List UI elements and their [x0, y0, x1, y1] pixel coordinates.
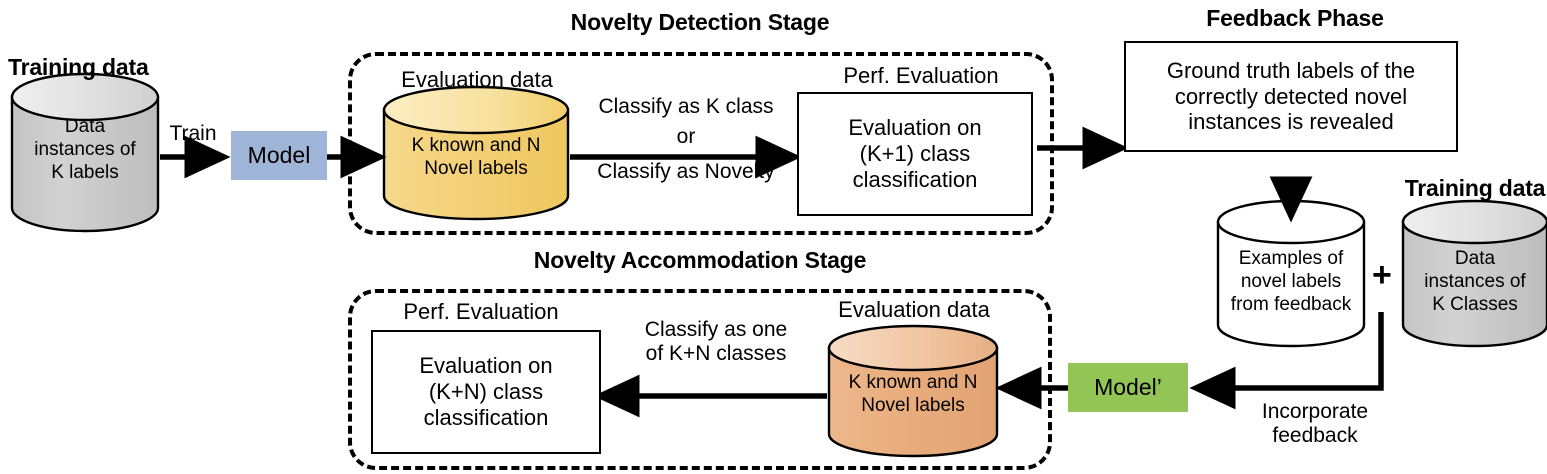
model-prime-box[interactable]: Model’ [1068, 363, 1188, 412]
edge-label-train: Train [169, 122, 217, 145]
cylinder-training-data-left [10, 72, 160, 233]
model-box[interactable]: Model [231, 131, 327, 180]
perf-evaluation-box-bottom: Evaluation on (K+N) class classification [371, 330, 601, 454]
cylinder-training-data-left-text: Data instances of K labels [34, 116, 136, 183]
cylinder-novel-examples-text: Examples of novel labels from feedback [1230, 248, 1352, 315]
edge-label-incorporate-feedback: Incorporate feedback [1261, 400, 1369, 447]
plus-symbol: + [1372, 256, 1392, 294]
title-feedback-phase: Feedback Phase [1206, 5, 1384, 31]
cylinder-training-data-right-text: Data instances of K Classes [1424, 248, 1526, 315]
model-box-label: Model [247, 142, 311, 168]
perf-evaluation-box-bottom-text: Evaluation on (K+N) class classification [419, 353, 553, 430]
perf-evaluation-box-top: Evaluation on (K+1) class classification [797, 92, 1033, 216]
novelty-accommodation-stage-box [348, 289, 1052, 470]
title-novelty-detection-stage: Novelty Detection Stage [570, 9, 830, 35]
novelty-detection-stage-box [348, 52, 1054, 235]
feedback-box: Ground truth labels of the correctly det… [1124, 41, 1458, 152]
label-training-data-right: Training data [1404, 175, 1546, 201]
edge-label-classify-k-class: Classify as K class [598, 95, 774, 118]
label-perf-evaluation-top: Perf. Evaluation [843, 63, 999, 88]
title-novelty-accommodation-stage: Novelty Accommodation Stage [533, 247, 867, 273]
label-perf-evaluation-bottom: Perf. Evaluation [403, 299, 559, 324]
label-training-data-left: Training data [8, 54, 149, 80]
edge-label-classify-or: or [676, 125, 696, 148]
feedback-box-text: Ground truth labels of the correctly det… [1166, 57, 1416, 135]
edge-label-classify-one-of-kn: Classify as one of K+N classes [644, 318, 788, 365]
model-prime-box-label: Model’ [1094, 374, 1162, 400]
perf-evaluation-box-top-text: Evaluation on (K+1) class classification [848, 115, 982, 192]
edge-label-classify-novelty: Classify as Novelty [597, 160, 775, 183]
cylinder-training-data-right [1401, 199, 1547, 348]
label-evaluation-data-bottom: Evaluation data [838, 297, 990, 322]
label-evaluation-data-top: Evaluation data [401, 67, 553, 92]
cylinder-novel-examples [1216, 199, 1366, 348]
arrow-incorporate-feedback [1189, 312, 1384, 410]
